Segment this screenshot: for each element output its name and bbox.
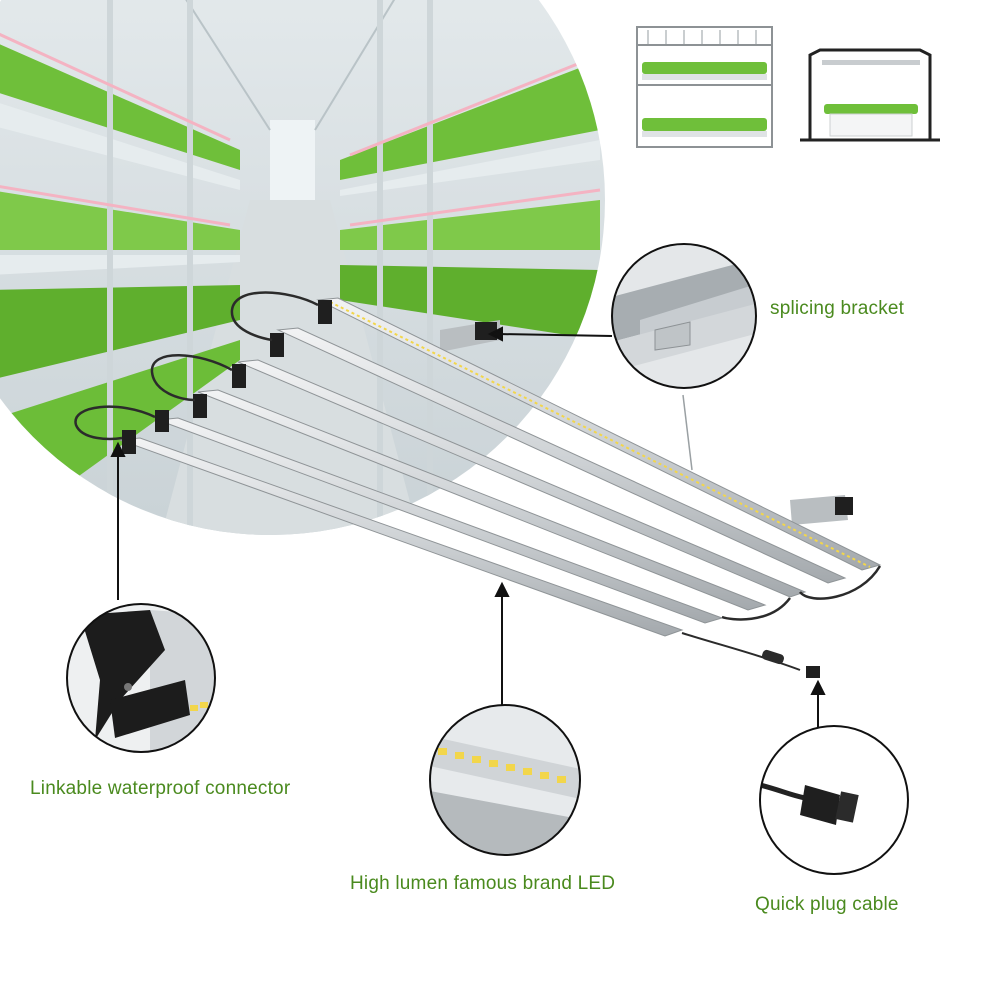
- led-chips: [438, 748, 566, 783]
- right-rack: [340, 0, 600, 535]
- link-cables: [74, 291, 882, 621]
- connector-detail: [66, 603, 216, 753]
- bracket-arrow-line: [497, 333, 613, 337]
- vertical-farm-photo: [0, 0, 605, 535]
- grow-light-strips: [0, 28, 601, 227]
- light-bar-fixture: [74, 291, 882, 678]
- single-stand-icon: [800, 48, 940, 142]
- arrow-head-icon: [810, 679, 826, 695]
- led-detail: [429, 704, 581, 856]
- arrow-head-icon: [494, 581, 510, 597]
- splicing-bar-bottom: [790, 495, 848, 525]
- arrow-head-icon: [110, 441, 126, 457]
- multi-tier-rack-icon: [636, 26, 773, 148]
- light-bar-3: [237, 359, 807, 598]
- bar-connectors: [122, 300, 332, 454]
- light-bar-4: [197, 389, 767, 611]
- arrow-head-icon: [487, 326, 503, 342]
- led-label: High lumen famous brand LED: [350, 873, 616, 894]
- plug-detail: [759, 725, 909, 875]
- light-bar-2: [276, 327, 847, 584]
- cable-label: Quick plug cable: [755, 894, 899, 915]
- splicing-bracket-detail: [611, 243, 757, 389]
- pointer-arrows: [110, 326, 826, 727]
- quick-plug-cable: [681, 632, 820, 678]
- light-bar-1: [316, 297, 882, 571]
- connector-label: Linkable waterproof connector: [30, 778, 291, 799]
- splicing-bracket-label: splicing bracket: [770, 298, 905, 319]
- splicing-bracket: [475, 322, 497, 340]
